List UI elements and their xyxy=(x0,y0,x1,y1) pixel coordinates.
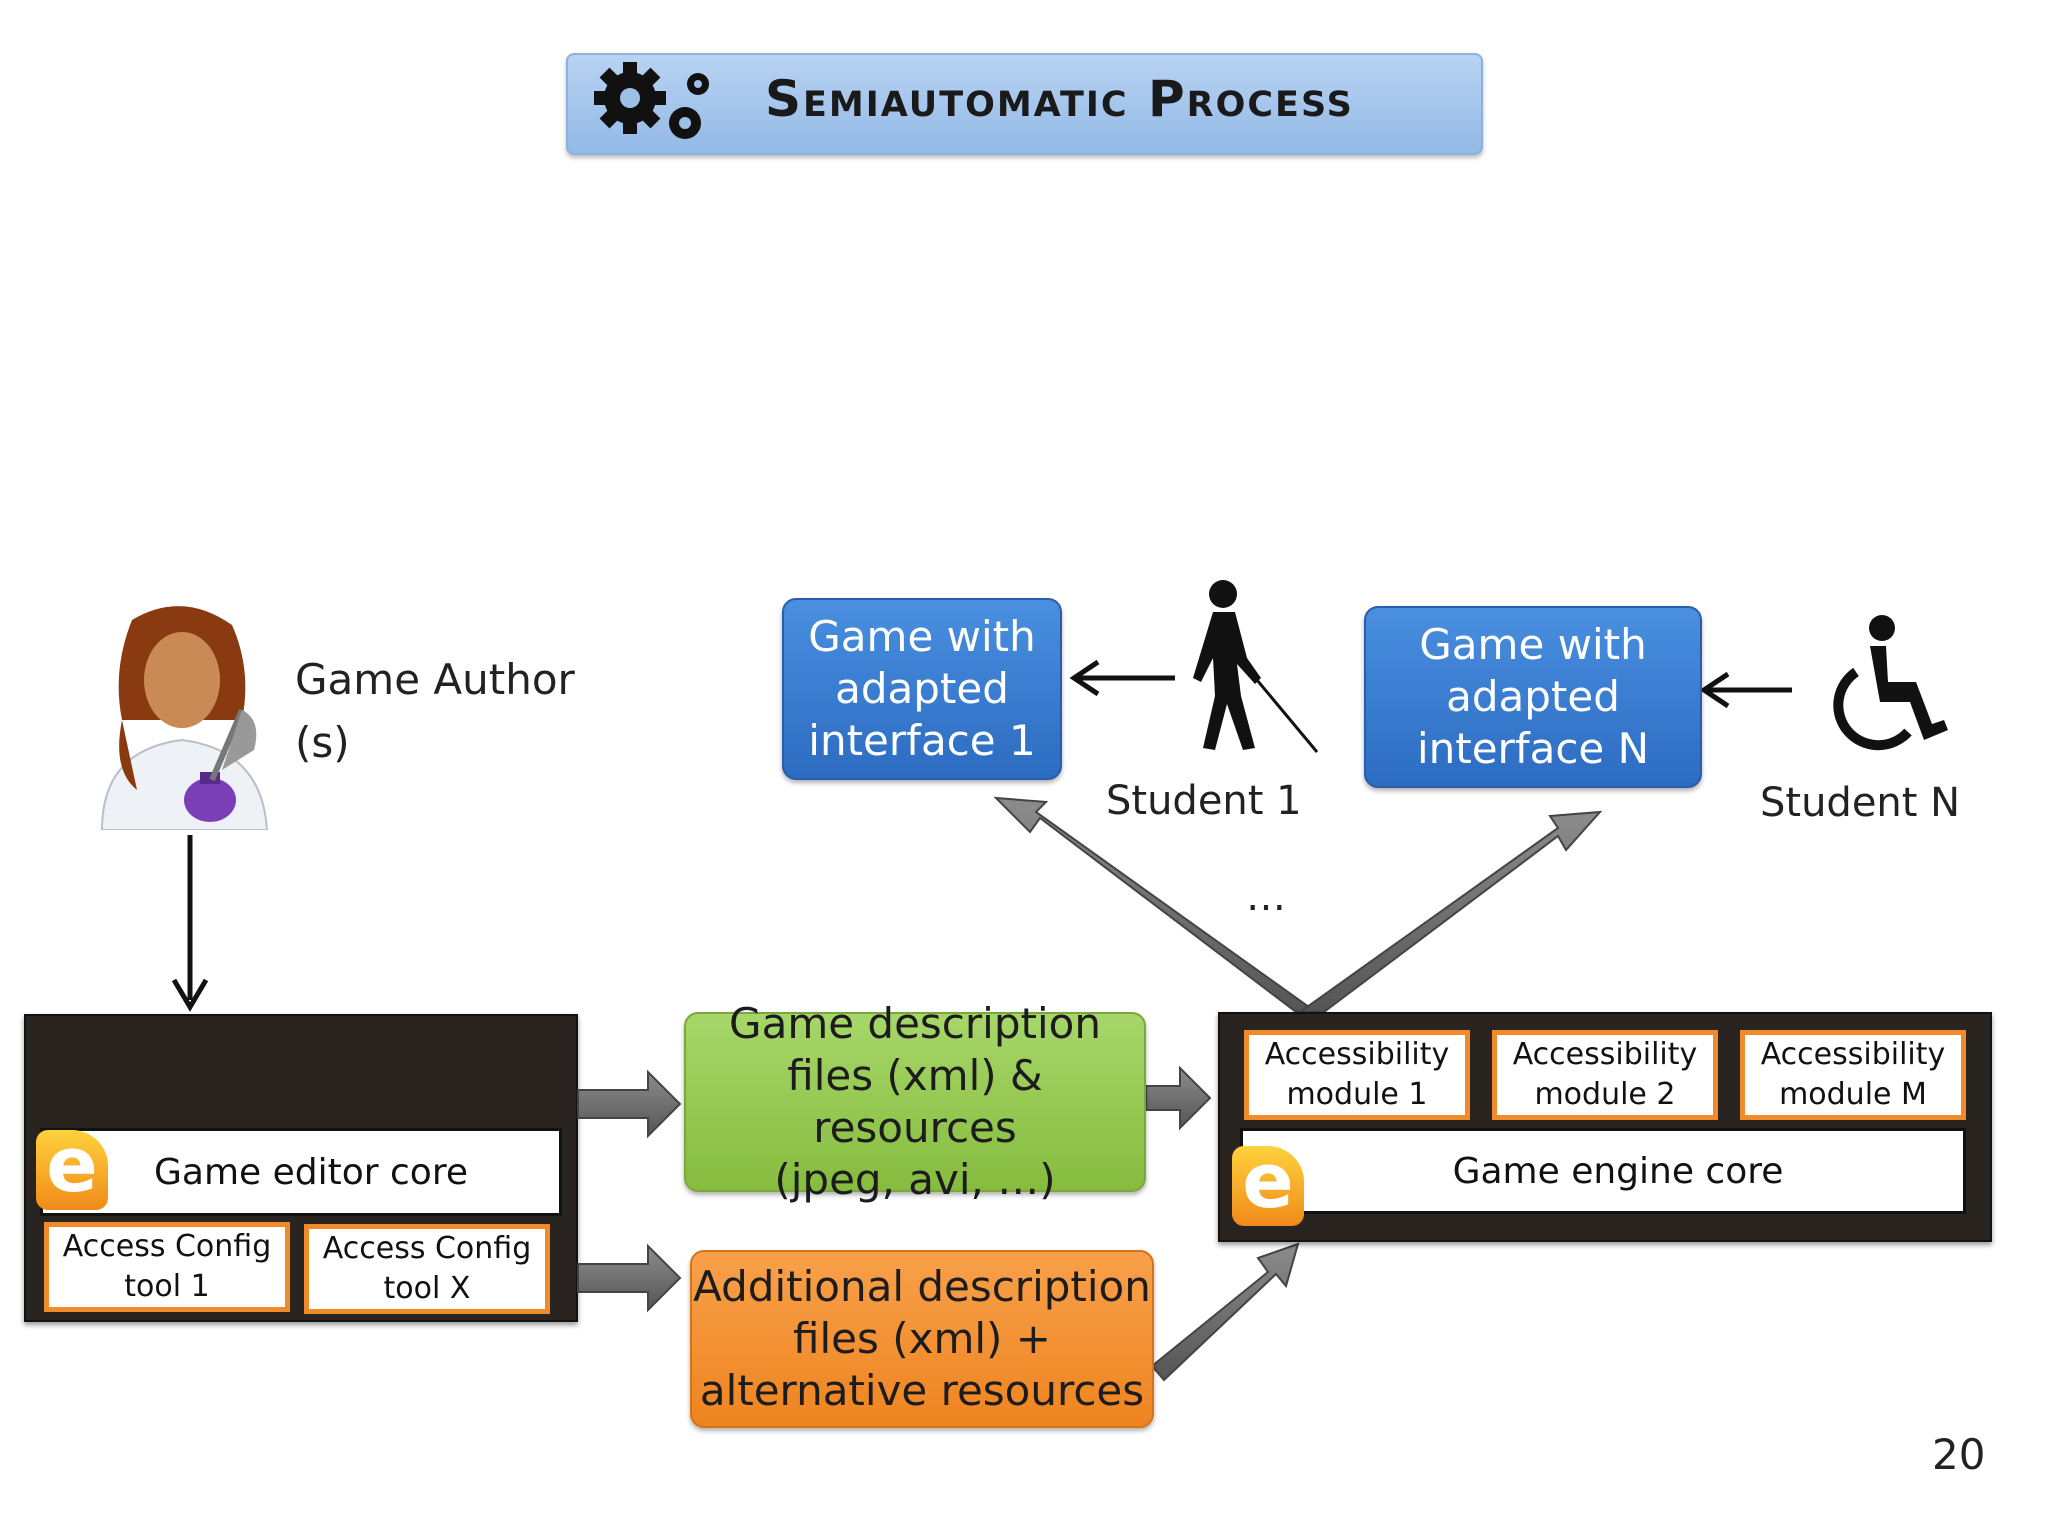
author-icon xyxy=(100,606,269,830)
student-n-label: Student N xyxy=(1760,780,1961,826)
game-engine-core-label: Game engine core xyxy=(1452,1150,1784,1192)
slide-title: Semiautomatic Process xyxy=(765,70,1354,128)
student-1-label: Student 1 xyxy=(1106,778,1302,824)
game-editor-core: Game editor core xyxy=(40,1128,562,1216)
gears-icon xyxy=(594,62,709,139)
e-logo-icon: e xyxy=(36,1127,108,1210)
arrow-editor-to-additional xyxy=(577,1243,682,1313)
page-number: 20 xyxy=(1932,1430,1986,1479)
arrow-author-to-editor xyxy=(171,835,209,1012)
arrow-engine-to-gameN xyxy=(1296,810,1603,1013)
wheelchair-icon xyxy=(1833,615,1948,751)
game-engine-core: Game engine core xyxy=(1240,1128,1966,1214)
arrow-editor-to-description xyxy=(577,1069,682,1139)
arrow-engine-to-game1 xyxy=(993,796,1320,1013)
author-label-line2: (s) xyxy=(295,718,350,767)
ellipsis: … xyxy=(1246,874,1286,920)
e-logo-icon: e xyxy=(1232,1143,1304,1226)
arrow-description-to-engine xyxy=(1145,1065,1212,1131)
game-editor-core-label: Game editor core xyxy=(154,1151,468,1193)
author-label-line1: Game Author xyxy=(295,655,575,704)
arrow-additional-to-engine xyxy=(1150,1242,1300,1382)
blind-person-icon xyxy=(1193,580,1319,753)
title-banner xyxy=(566,53,1483,155)
